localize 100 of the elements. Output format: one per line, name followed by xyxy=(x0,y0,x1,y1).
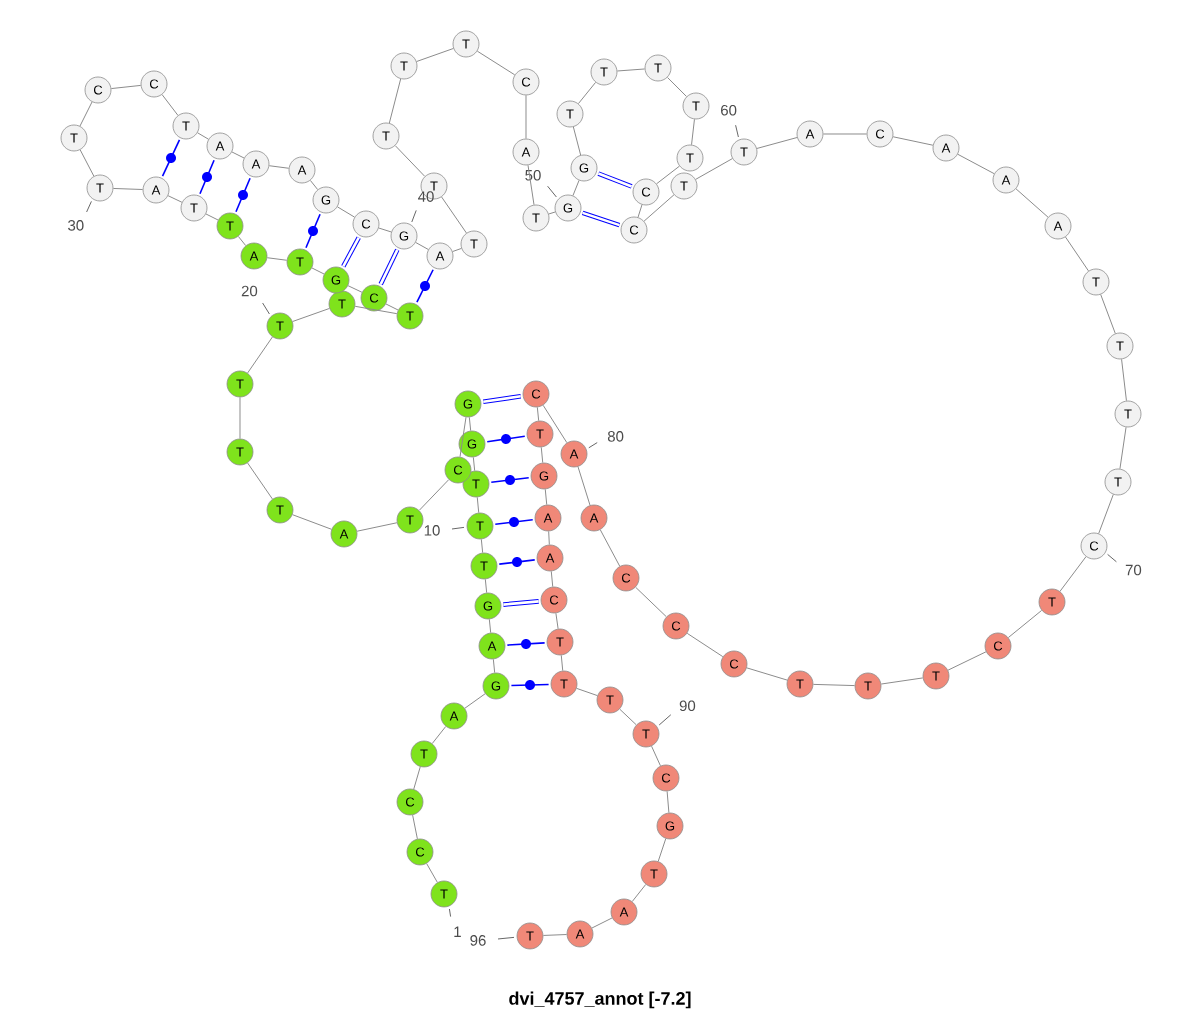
backbone-line xyxy=(695,158,733,180)
backbone-line xyxy=(79,101,93,127)
backbone-line xyxy=(560,654,564,672)
backbone-line xyxy=(418,479,450,511)
backbone-line xyxy=(536,406,540,422)
backbone-line xyxy=(459,416,467,458)
backbone-line xyxy=(572,179,580,197)
backbone-line xyxy=(311,267,325,275)
backbone-line xyxy=(416,47,454,62)
backbone-line xyxy=(237,235,247,246)
backbone-line xyxy=(1059,556,1087,592)
backbone-line xyxy=(161,94,179,116)
backbone-line xyxy=(555,612,559,630)
backbone-line xyxy=(1007,609,1043,638)
backbone-line xyxy=(616,68,646,72)
base-pair-line xyxy=(494,517,534,527)
backbone-line xyxy=(1100,294,1116,334)
backbone-line xyxy=(577,81,597,105)
backbone-line xyxy=(247,336,273,374)
backbone-line xyxy=(635,586,667,618)
backbone-line xyxy=(292,514,332,530)
backbone-line xyxy=(540,446,544,464)
backbone-line xyxy=(1119,426,1127,470)
backbone-line xyxy=(957,153,995,175)
base-pair-line xyxy=(341,236,361,268)
backbone-line xyxy=(79,149,95,177)
backbone-line xyxy=(619,708,637,726)
backbone-line xyxy=(468,416,472,432)
backbone-line xyxy=(542,934,568,936)
base-pair-line xyxy=(235,177,251,213)
backbone-line xyxy=(548,530,550,546)
backbone-line xyxy=(167,195,183,203)
backbone-line xyxy=(356,522,398,532)
backbone-line xyxy=(631,884,647,902)
backbone-line xyxy=(492,658,496,674)
backbone-line xyxy=(476,50,516,76)
backbone-line xyxy=(591,917,613,929)
backbone-line xyxy=(247,462,273,500)
base-pair-line xyxy=(305,213,321,249)
backbone-line xyxy=(656,165,680,185)
base-pair-line xyxy=(416,268,434,304)
backbone-line xyxy=(394,145,426,177)
backbone-line xyxy=(691,118,695,146)
backbone-line xyxy=(637,204,643,218)
base-pair-line xyxy=(486,434,526,444)
title: dvi_4757_annot [-7.2] xyxy=(509,991,691,1009)
backbone-line xyxy=(822,133,868,135)
backbone-line xyxy=(452,247,462,253)
backbone-line xyxy=(268,165,290,169)
backbone-line xyxy=(643,194,675,222)
backbone-line xyxy=(1065,236,1089,272)
backbone-line xyxy=(292,307,330,322)
backbone-line xyxy=(577,466,591,506)
backbone-line xyxy=(525,94,527,140)
base-pair-line xyxy=(482,393,522,404)
backbone-line xyxy=(378,227,392,233)
backbone-line xyxy=(880,677,924,685)
backbone-line xyxy=(488,618,492,634)
backbone-line xyxy=(388,78,402,124)
backbone-line xyxy=(667,76,688,97)
backbone-line xyxy=(548,211,556,215)
backbone-line xyxy=(385,303,399,311)
backbone-line xyxy=(1121,358,1127,402)
backbone-line xyxy=(413,766,421,790)
backbone-line xyxy=(542,404,568,444)
backbone-line xyxy=(347,285,363,293)
backbone-line xyxy=(354,305,398,315)
base-pair-line xyxy=(510,680,550,690)
backbone-line xyxy=(412,814,418,840)
backbone-line xyxy=(1098,494,1114,534)
backbone-line xyxy=(527,164,535,206)
backbone-line xyxy=(309,179,319,190)
backbone-line xyxy=(666,790,670,814)
backbone-line xyxy=(480,538,484,554)
backbone-line xyxy=(426,863,438,883)
backbone-line xyxy=(266,257,288,261)
backbone-line xyxy=(484,578,488,594)
backbone-line xyxy=(337,206,355,218)
backbone-line xyxy=(112,187,144,190)
backbone-line xyxy=(572,126,582,156)
backbone-line xyxy=(415,242,429,250)
backbone-line xyxy=(476,496,480,514)
backbone-line xyxy=(231,151,245,159)
backbone-line xyxy=(464,693,486,709)
backbone-line xyxy=(599,529,621,567)
backbone-line xyxy=(746,667,788,681)
backbone-line xyxy=(686,632,724,658)
backbone-line xyxy=(947,651,987,671)
backbone-line xyxy=(756,137,798,149)
backbone-line xyxy=(657,838,667,862)
base-pair-line xyxy=(506,639,546,649)
backbone-line xyxy=(892,136,934,146)
base-pair-line xyxy=(581,210,621,228)
base-pair-line xyxy=(503,599,539,607)
base-pair-line xyxy=(490,475,530,485)
base-pair-line xyxy=(498,557,536,567)
base-pair-line xyxy=(161,139,181,177)
backbone-line xyxy=(441,196,467,234)
backbone-line xyxy=(576,687,598,697)
backbone-line xyxy=(651,745,661,767)
